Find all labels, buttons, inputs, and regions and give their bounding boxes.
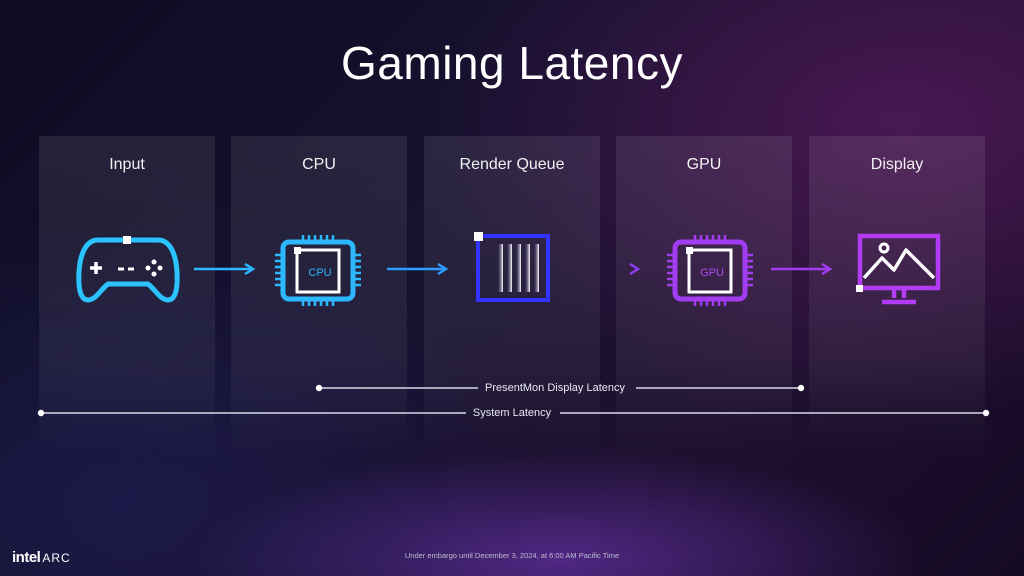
stage-column-gpu: GPU — [616, 136, 792, 456]
monitor-icon — [856, 233, 941, 305]
arrow-queue-to-gpu-icon — [579, 262, 641, 276]
system-span-line — [37, 409, 990, 417]
stage-label-gpu: GPU — [686, 156, 722, 173]
arrow-cpu-to-queue-icon — [387, 262, 449, 276]
product-text: ARC — [42, 551, 71, 565]
stage-column-cpu: CPU — [231, 136, 407, 456]
presentmon-latency-label: PresentMon Display Latency — [484, 382, 625, 394]
presentmon-span-line — [315, 384, 805, 392]
stage-label-cpu: CPU — [302, 156, 336, 173]
stage-column-input: Input — [39, 136, 215, 456]
cpu-chip-text: CPU — [308, 267, 331, 279]
render-queue-icon — [474, 232, 550, 302]
slide-title: Gaming Latency — [341, 37, 683, 89]
stage-label-input: Input — [109, 156, 145, 173]
system-latency-label: System Latency — [472, 407, 552, 419]
stage-label-display: Display — [870, 156, 924, 173]
stage-label-render-queue: Render Queue — [459, 156, 565, 173]
gamepad-icon — [76, 236, 180, 303]
gpu-chip-text: GPU — [700, 267, 724, 279]
stage-column-display: Display — [809, 136, 985, 456]
gpu-chip-icon: GPU — [667, 235, 753, 306]
brand-text: intel — [12, 549, 41, 566]
embargo-note: Under embargo until December 3, 2024, at… — [404, 551, 620, 560]
arrow-gpu-to-display-icon — [771, 262, 833, 276]
arrow-input-to-cpu-icon — [194, 262, 256, 276]
latency-spans — [37, 384, 990, 417]
cpu-chip-icon: CPU — [275, 235, 361, 306]
stage-column-render-queue: Render Queue — [424, 136, 600, 456]
